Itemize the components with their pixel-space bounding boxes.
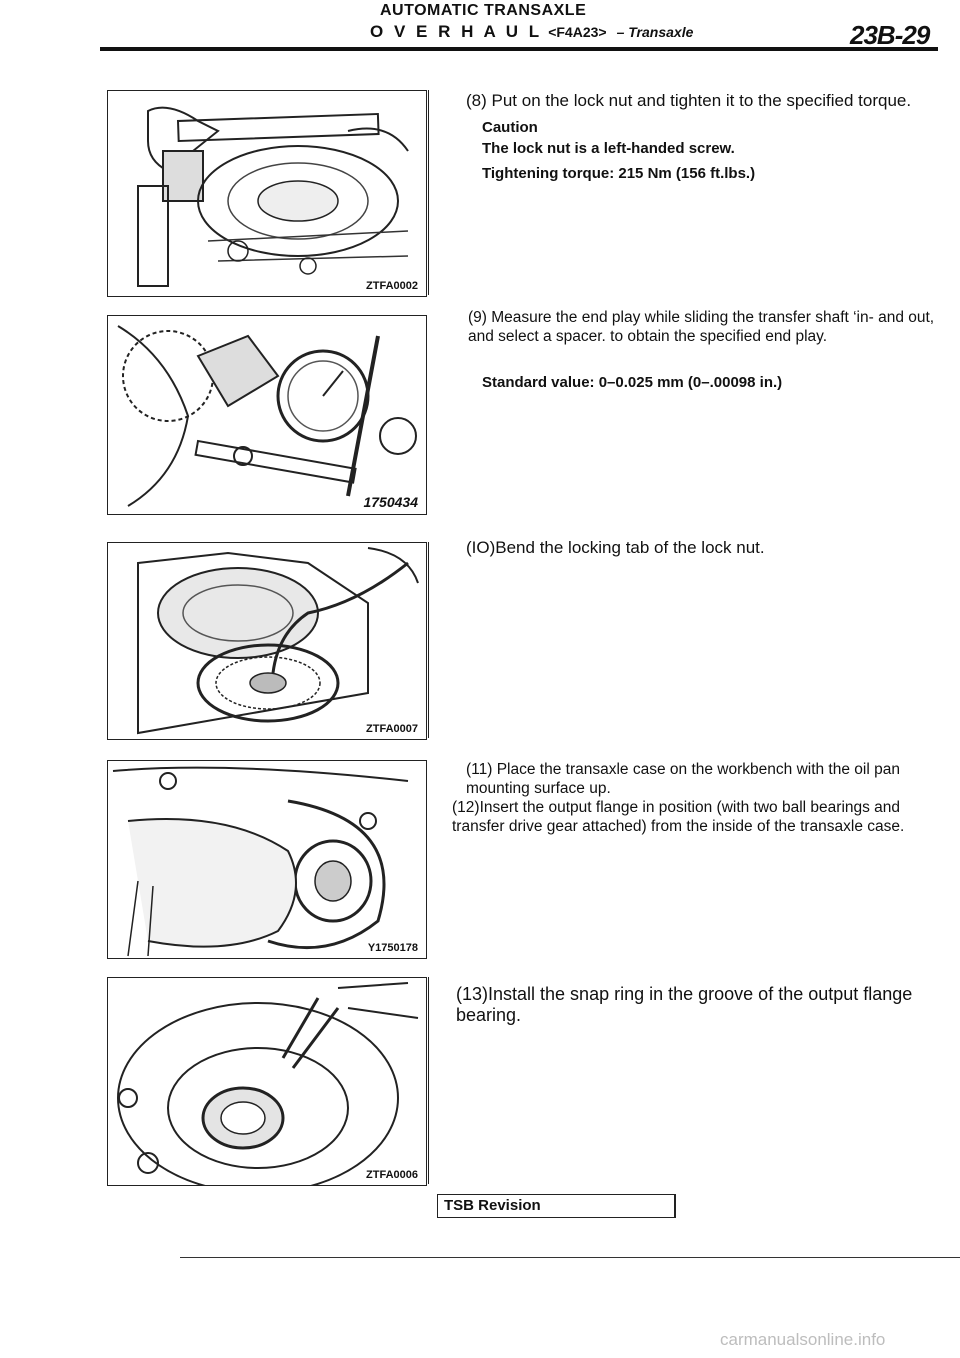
figure-divider: [428, 977, 429, 1184]
step-8-torque: Tightening torque: 215 Nm (156 ft.lbs.): [482, 165, 756, 182]
header-rule: [100, 47, 938, 51]
step-8-caution-text: The lock nut is a left-handed screw.: [482, 140, 735, 157]
tsb-revision-box: TSB Revision: [437, 1194, 676, 1218]
section-title: AUTOMATIC TRANSAXLE: [380, 2, 587, 19]
step-12: (12)Insert the output flange in position…: [452, 799, 905, 835]
illustration-output-flange: [112, 766, 409, 957]
step-11: (11) Place the transaxle case on the wor…: [466, 761, 900, 797]
figure-code: 1750434: [361, 494, 420, 510]
illustration-snap-ring: [117, 982, 419, 1185]
figure-code: ZTFA0007: [364, 723, 420, 735]
figure-lock-nut-tab: ZTFA0007: [107, 542, 427, 740]
overhaul-title: O V E R H A U L: [370, 22, 543, 41]
page-number: 23B-29: [850, 20, 930, 50]
illustration-torque-wrench: [137, 106, 409, 287]
figure-code: ZTFA0002: [364, 280, 420, 292]
figure-divider: [428, 542, 429, 738]
figure-dial-gauge: 1750434: [107, 315, 427, 515]
watermark: carmanualsonline.info: [720, 1330, 886, 1349]
figure-divider: [428, 90, 429, 295]
step-9: (9) Measure the end play while sliding t…: [468, 309, 935, 345]
figure-snap-ring: ZTFA0006: [107, 977, 427, 1186]
footer-rule: [180, 1257, 960, 1258]
step-8: (8) Put on the lock nut and tighten it t…: [466, 91, 912, 110]
figure-torque-wrench: ZTFA0002: [107, 90, 427, 297]
step-8-caution-label: Caution: [482, 119, 538, 136]
figure-output-flange: Y1750178: [107, 760, 427, 959]
step-9-standard: Standard value: 0–0.025 mm (0–.00098 in.…: [482, 374, 783, 391]
illustration-dial-gauge: [117, 325, 417, 507]
page-subtitle: – Transaxle: [616, 24, 694, 40]
step-13: (13)Install the snap ring in the groove …: [456, 984, 913, 1025]
illustration-lock-nut-tab: [137, 547, 419, 735]
figure-code: Y1750178: [365, 942, 420, 954]
step-10: (IO)Bend the locking tab of the lock nut…: [466, 538, 765, 557]
page-title: O V E R H A U L <F4A23> – Transaxle: [370, 22, 693, 42]
figure-code: ZTFA0006: [364, 1169, 420, 1181]
model-code: <F4A23>: [548, 24, 607, 40]
